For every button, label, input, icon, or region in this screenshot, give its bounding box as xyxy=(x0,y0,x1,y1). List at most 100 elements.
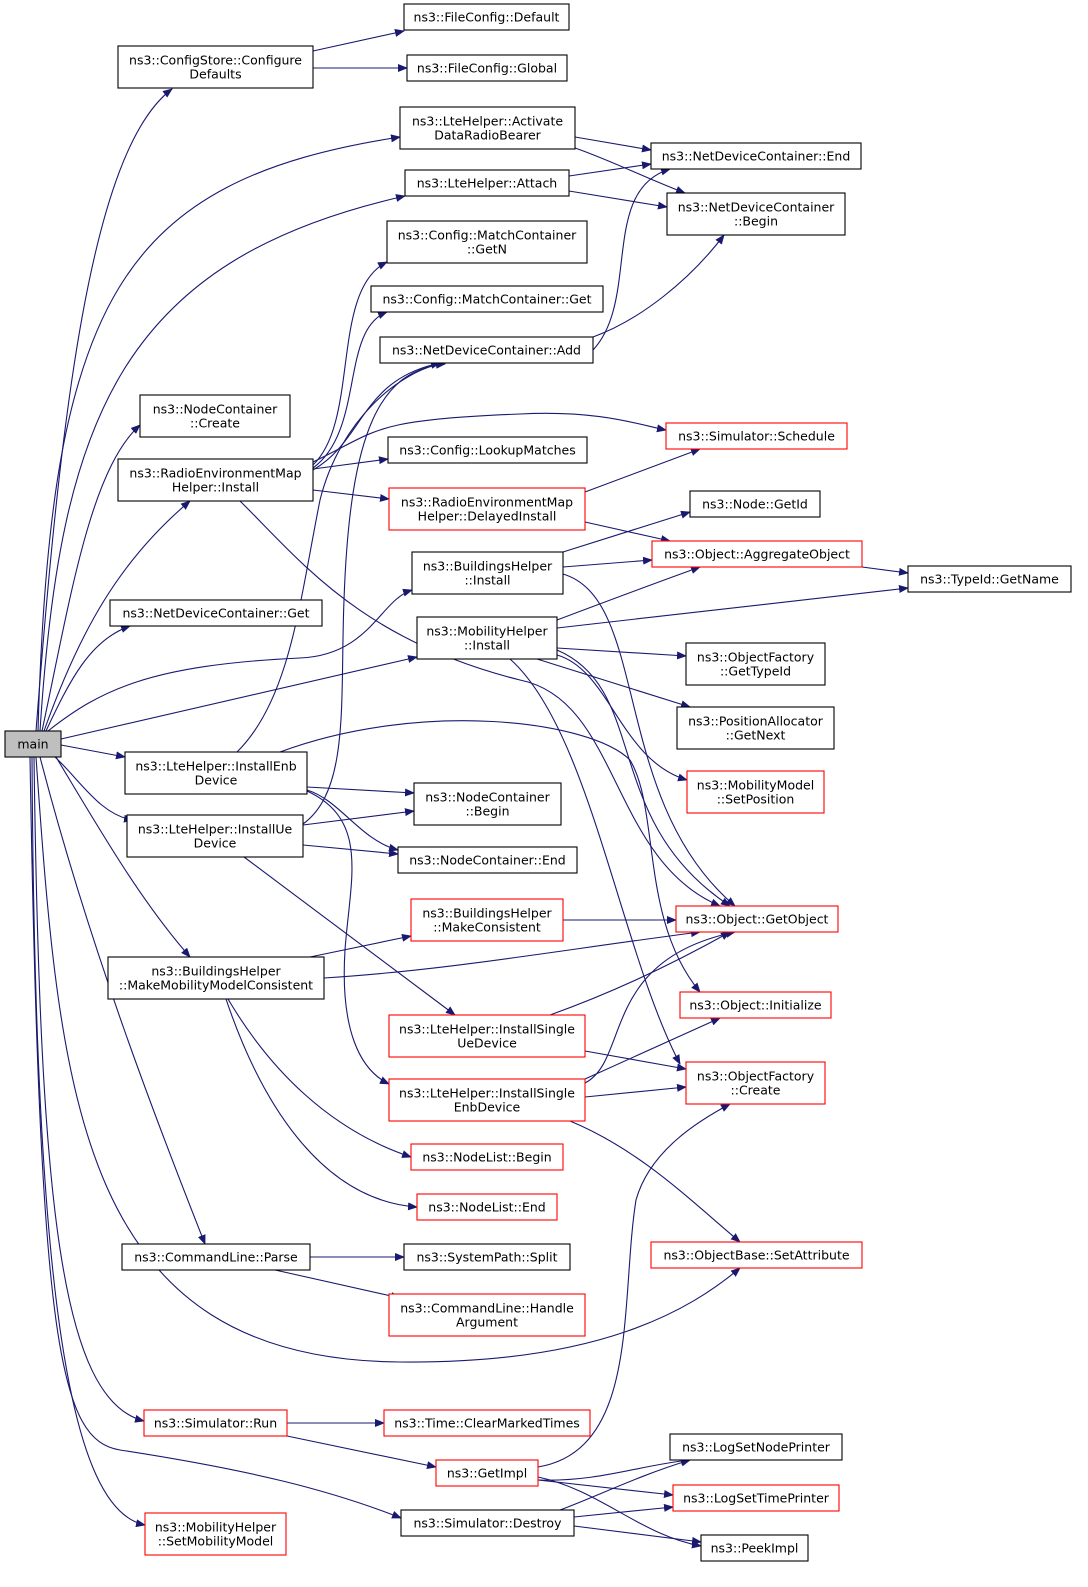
node-box xyxy=(672,1484,840,1512)
node-box xyxy=(404,169,570,197)
node-label: ::Begin xyxy=(465,804,509,819)
node-bh-install[interactable]: ns3::BuildingsHelper::Install xyxy=(411,551,564,595)
node-mc-getn[interactable]: ns3::Config::MatchContainer::GetN xyxy=(386,220,588,264)
edge-remh_install-to-sim_schedule xyxy=(312,412,667,463)
node-box xyxy=(700,1534,809,1562)
node-box xyxy=(126,814,304,858)
node-node-getid[interactable]: ns3::Node::GetId xyxy=(689,490,821,518)
node-fc-global[interactable]: ns3::FileConfig::Global xyxy=(406,54,568,82)
node-log-nodeprinter[interactable]: ns3::LogSetNodePrinter xyxy=(669,1433,843,1461)
node-sim-run[interactable]: ns3::Simulator::Run xyxy=(143,1409,288,1437)
node-box xyxy=(406,54,568,82)
node-box xyxy=(379,336,594,364)
node-time-clear[interactable]: ns3::Time::ClearMarkedTimes xyxy=(383,1409,591,1437)
node-box xyxy=(4,730,62,758)
edge-remh_install-to-remh_delayed xyxy=(312,489,390,502)
node-ob-setattribute[interactable]: ns3::ObjectBase::SetAttribute xyxy=(650,1241,863,1269)
node-bh-makemmc[interactable]: ns3::BuildingsHelper::MakeMobilityModelC… xyxy=(107,956,325,1000)
node-box xyxy=(388,487,586,531)
edge-main-to-sim_run xyxy=(33,756,145,1423)
node-label: Device xyxy=(194,836,237,851)
node-label: ns3::ConfigStore::Configure xyxy=(129,53,302,68)
edge-main-to-sim_destroy xyxy=(29,756,402,1519)
node-label: ns3::PositionAllocator xyxy=(688,714,824,729)
edge-main-to-lte_installue xyxy=(54,756,134,823)
node-label: ns3::Simulator::Schedule xyxy=(678,429,835,444)
edge-lte_installue-to-ndc_add xyxy=(302,360,446,825)
node-label: ns3::MobilityHelper xyxy=(155,1520,277,1535)
node-typeid-getname[interactable]: ns3::TypeId::GetName xyxy=(907,565,1072,593)
node-sim-destroy[interactable]: ns3::Simulator::Destroy xyxy=(400,1509,575,1537)
node-label: ns3::FileConfig::Global xyxy=(417,61,557,76)
node-label: ns3::NetDeviceContainer::Add xyxy=(392,343,581,358)
node-lookup[interactable]: ns3::Config::LookupMatches xyxy=(387,436,588,464)
node-nc-create[interactable]: ns3::NodeContainer::Create xyxy=(139,394,291,438)
edge-bh_makemmc-to-nl_end xyxy=(225,998,418,1211)
node-box xyxy=(144,1512,287,1556)
node-nl-begin[interactable]: ns3::NodeList::Begin xyxy=(410,1143,564,1171)
node-sp-split[interactable]: ns3::SystemPath::Split xyxy=(403,1243,571,1271)
edge-sim_run-to-getimpl xyxy=(286,1435,437,1470)
node-remh-delayed[interactable]: ns3::RadioEnvironmentMapHelper::DelayedI… xyxy=(388,487,586,531)
edge-main-to-attach xyxy=(39,194,406,732)
node-label: main xyxy=(17,737,48,752)
node-box xyxy=(124,751,308,795)
node-nl-end[interactable]: ns3::NodeList::End xyxy=(416,1193,558,1221)
node-label: ns3::LogSetNodePrinter xyxy=(682,1440,831,1455)
node-nc-begin[interactable]: ns3::NodeContainer::Begin xyxy=(413,782,562,826)
edge-ndc_add-to-ndc_begin xyxy=(592,234,725,338)
node-sim-schedule[interactable]: ns3::Simulator::Schedule xyxy=(665,422,848,450)
edge-remh_install-to-lookup xyxy=(312,456,389,470)
node-label: ::SetMobilityModel xyxy=(158,1534,274,1549)
node-attach[interactable]: ns3::LteHelper::Attach xyxy=(404,169,570,197)
node-label: Device xyxy=(195,773,238,788)
node-cl-parse[interactable]: ns3::CommandLine::Parse xyxy=(121,1243,311,1271)
node-mc-get[interactable]: ns3::Config::MatchContainer::Get xyxy=(370,285,604,313)
node-box xyxy=(403,3,570,31)
node-mh-install[interactable]: ns3::MobilityHelper::Install xyxy=(416,616,558,660)
node-label: ::GetNext xyxy=(726,728,786,743)
node-of-create[interactable]: ns3::ObjectFactory::Create xyxy=(685,1061,826,1105)
node-obj-getobject[interactable]: ns3::Object::GetObject xyxy=(675,905,839,933)
node-bh-makeconsistent[interactable]: ns3::BuildingsHelper::MakeConsistent xyxy=(410,898,564,942)
node-label: ns3::Time::ClearMarkedTimes xyxy=(394,1416,580,1431)
node-mh-setmobility[interactable]: ns3::MobilityHelper::SetMobilityModel xyxy=(144,1512,287,1556)
node-ndc-get[interactable]: ns3::NetDeviceContainer::Get xyxy=(109,599,323,627)
edge-lte_installenb-to-obj_initialize xyxy=(279,720,701,993)
edge-bh_install-to-obj_aggregate xyxy=(562,556,653,568)
node-fc-default[interactable]: ns3::FileConfig::Default xyxy=(403,3,570,31)
node-log-timeprinter[interactable]: ns3::LogSetTimePrinter xyxy=(672,1484,840,1512)
node-box xyxy=(416,616,558,660)
node-of-gettypeid[interactable]: ns3::ObjectFactory::GetTypeId xyxy=(685,642,826,686)
node-ndc-end[interactable]: ns3::NetDeviceContainer::End xyxy=(650,142,862,170)
node-mm-setposition[interactable]: ns3::MobilityModel::SetPosition xyxy=(686,770,825,814)
edge-lte_singleue-to-obj_getobject xyxy=(549,931,731,1016)
node-label: ns3::LogSetTimePrinter xyxy=(683,1491,830,1506)
node-label: ns3::NodeList::End xyxy=(428,1200,545,1215)
node-box xyxy=(416,1193,558,1221)
edge-main-to-remh_install xyxy=(43,500,191,732)
node-obj-aggregate[interactable]: ns3::Object::AggregateObject xyxy=(651,540,863,568)
node-peekimpl[interactable]: ns3::PeekImpl xyxy=(700,1534,809,1562)
edge-lte_installenb-to-nc_begin xyxy=(306,786,415,797)
node-pa-getnext[interactable]: ns3::PositionAllocator::GetNext xyxy=(676,706,835,750)
node-main[interactable]: main xyxy=(4,730,62,758)
edge-layer xyxy=(29,29,909,1549)
node-ndc-begin[interactable]: ns3::NetDeviceContainer::Begin xyxy=(666,192,846,236)
node-ndc-add[interactable]: ns3::NetDeviceContainer::Add xyxy=(379,336,594,364)
node-label: Helper::Install xyxy=(172,480,259,495)
node-obj-initialize[interactable]: ns3::Object::Initialize xyxy=(679,991,832,1019)
edge-sim_destroy-to-log_timeprinter xyxy=(573,1503,674,1518)
node-label: ns3::GetImpl xyxy=(447,1466,527,1481)
edge-bh_makemmc-to-obj_getobject xyxy=(323,929,701,979)
node-nc-end[interactable]: ns3::NodeContainer::End xyxy=(397,846,578,874)
node-getimpl[interactable]: ns3::GetImpl xyxy=(435,1459,539,1487)
